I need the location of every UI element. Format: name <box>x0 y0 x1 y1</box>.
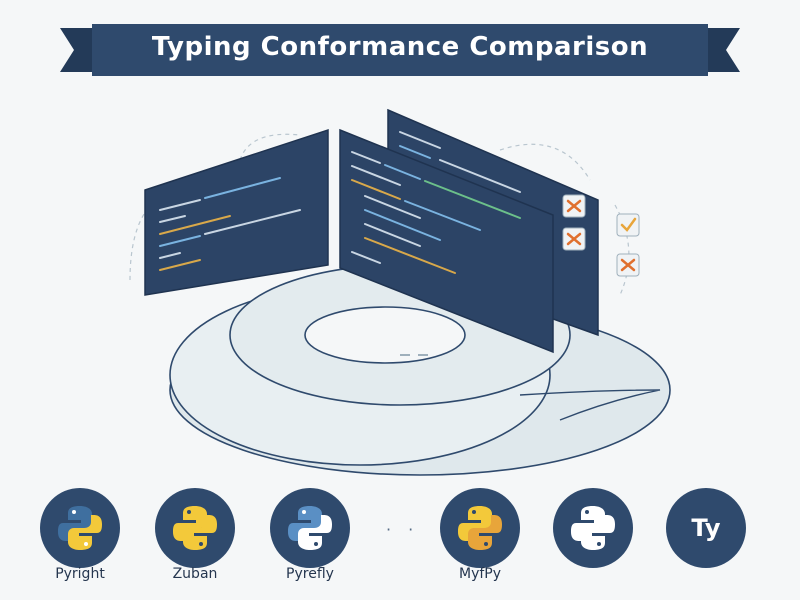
tool-logos-row: Pyright Zuban Pyrefly · · MyfPy <box>0 480 800 600</box>
white-python-logo <box>553 488 633 568</box>
python-logo-icon <box>58 506 102 550</box>
pyright-logo <box>40 488 120 568</box>
zuban-logo <box>155 488 235 568</box>
code-panel-center <box>339 128 554 354</box>
pyrefly-logo <box>270 488 350 568</box>
ty-logo: Ty <box>666 488 746 568</box>
tool-label-pyright: Pyright <box>55 566 105 582</box>
title-ribbon <box>60 24 740 76</box>
python-logo-icon <box>571 506 615 550</box>
code-panel-left <box>144 128 329 296</box>
cross-marker <box>616 253 640 277</box>
python-logo-icon <box>458 506 502 550</box>
code-panels-illustration <box>129 108 671 476</box>
tool-label-zuban: Zuban <box>172 566 218 582</box>
check-marker <box>616 213 640 237</box>
ty-logo-text: Ty <box>691 514 721 542</box>
page-title: Typing Conformance Comparison <box>151 32 649 62</box>
python-logo-icon <box>288 506 332 550</box>
tool-label-myfpy: MyfPy <box>458 566 502 582</box>
tool-label-pyrefly: Pyrefly <box>286 566 334 582</box>
separator-dots: · · <box>386 520 420 539</box>
myfpy-logo <box>440 488 520 568</box>
python-logo-icon <box>173 506 217 550</box>
